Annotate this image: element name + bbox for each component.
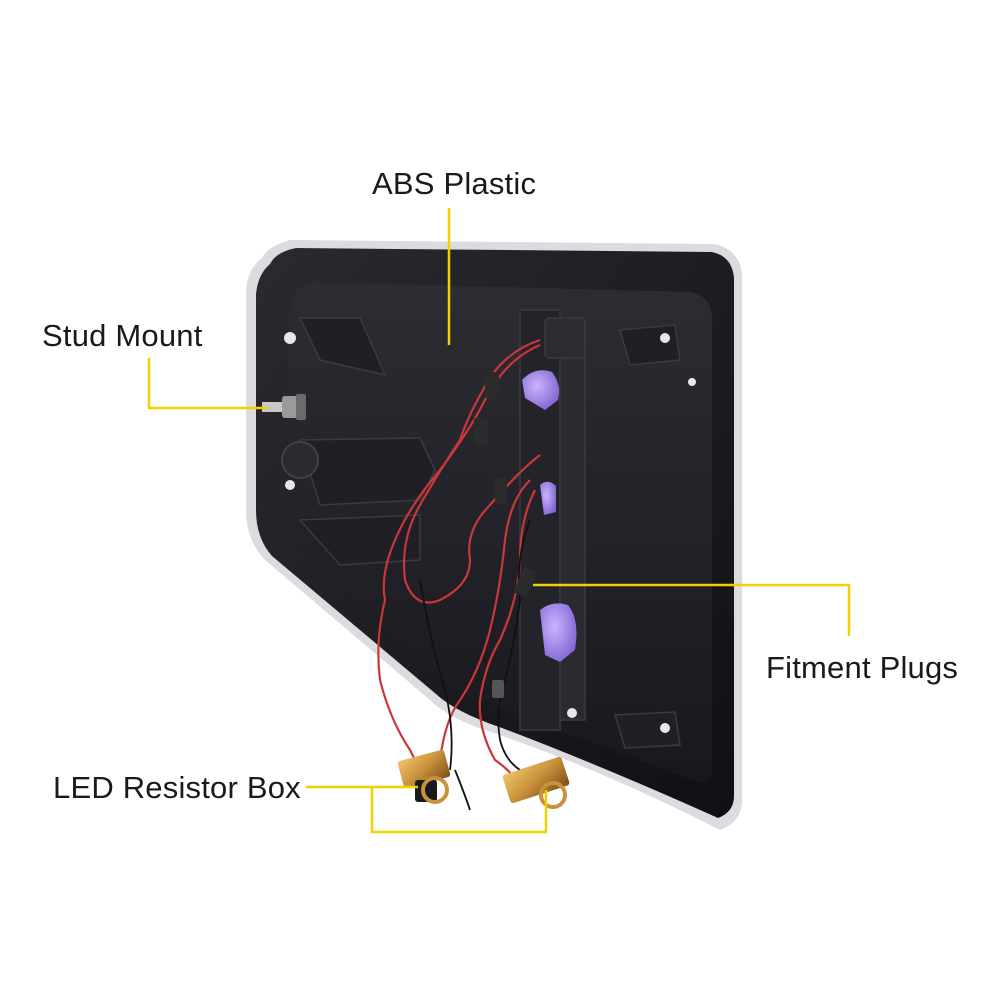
led-resistor-box-label: LED Resistor Box bbox=[53, 770, 301, 805]
housing bbox=[246, 240, 742, 830]
stud-mount-label: Stud Mount bbox=[42, 318, 203, 353]
resistor-box-left bbox=[397, 749, 451, 804]
callout-leader-lines bbox=[147, 208, 851, 834]
abs-plastic-label: ABS Plastic bbox=[372, 166, 537, 201]
fitment-plugs-label: Fitment Plugs bbox=[766, 650, 959, 685]
stud-mount-bolt bbox=[262, 394, 306, 420]
fitment-plugs-leader bbox=[533, 583, 851, 636]
resistor-box-right bbox=[502, 756, 570, 809]
wiring-harness-black bbox=[419, 519, 531, 811]
grommet bbox=[281, 441, 319, 479]
fitment-plug-connectors bbox=[474, 372, 536, 698]
bulb-sockets bbox=[522, 370, 577, 662]
stud-mount-leader bbox=[147, 358, 268, 410]
led-resistor-bracket bbox=[370, 787, 548, 834]
